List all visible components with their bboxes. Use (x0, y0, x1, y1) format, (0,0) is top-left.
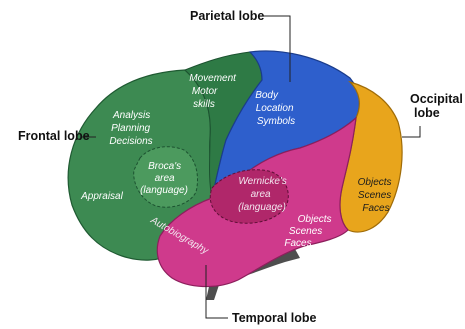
wernicke-line-3: (language) (238, 202, 286, 213)
occipital-leader-line (402, 126, 420, 137)
appraisal-line: Appraisal (80, 191, 123, 202)
temporal-lobe-label: Temporal lobe (232, 311, 317, 325)
frontal-line-3: Decisions (109, 136, 152, 147)
frontal-line-1: Analysis (112, 110, 150, 121)
parietal-line-1: Body (255, 90, 279, 101)
occipital-line-3: Faces (362, 203, 389, 214)
broca-line-3: (language) (140, 185, 188, 196)
wernicke-line-2: area (251, 189, 271, 200)
occipital-lobe-label-line-2: lobe (414, 106, 440, 120)
appraisal-text: Appraisal (80, 191, 123, 202)
broca-line-2: area (155, 173, 175, 184)
parietal-lobe-label: Parietal lobe (190, 9, 264, 23)
frontal-functions-text: Analysis Planning Decisions (109, 110, 153, 147)
wernicke-line-1: Wernicke's (238, 176, 286, 187)
broca-line-1: Broca's (148, 161, 181, 172)
parietal-line-2: Location (256, 103, 294, 114)
motor-line-2: Motor (192, 86, 218, 97)
occipital-lobe-label-line-1: Occipital (410, 92, 463, 106)
temporal-line-2: Scenes (289, 226, 322, 237)
occipital-line-2: Scenes (358, 190, 391, 201)
frontal-lobe-label: Frontal lobe (18, 129, 90, 143)
frontal-line-2: Planning (111, 123, 150, 134)
motor-line-1: Movement (189, 73, 237, 84)
motor-line-3: skills (193, 99, 215, 110)
temporal-line-3: Faces (284, 238, 311, 249)
parietal-line-3: Symbols (257, 116, 295, 127)
temporal-line-1: Objects (298, 214, 332, 225)
occipital-functions-text: Objects Scenes Faces (358, 177, 395, 214)
occipital-line-1: Objects (358, 177, 392, 188)
